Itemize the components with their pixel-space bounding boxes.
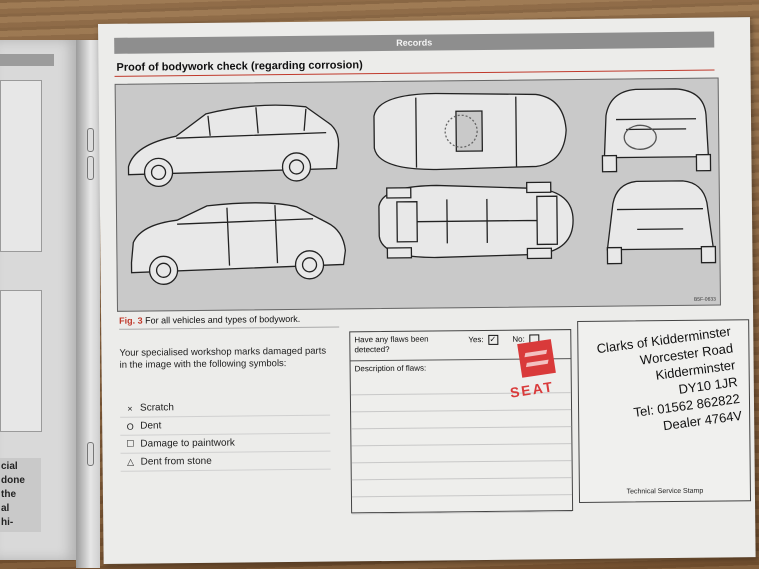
square-icon: ☐ — [126, 438, 135, 449]
instructions-text: Your specialised workshop marks damaged … — [119, 345, 327, 371]
circle-icon: O — [126, 421, 134, 432]
car-side-view-right — [130, 202, 347, 285]
stamp-label: Technical Service Stamp — [626, 487, 704, 496]
yes-checkbox[interactable]: ✓ — [487, 334, 498, 345]
service-stamp-box: Clarks of Kidderminster Worcester Road K… — [577, 319, 752, 503]
left-page-header-tab — [0, 54, 54, 66]
binding-stitch — [87, 442, 94, 466]
left-page-text: cial done the al hi- — [0, 458, 41, 532]
section-header: Records — [114, 31, 715, 54]
symbol-label: Scratch — [139, 402, 174, 414]
list-item: △ Dent from stone — [120, 451, 331, 472]
symbol-label: Dent — [140, 420, 162, 432]
car-front-view — [601, 88, 712, 173]
list-item: ☐ Damage to paintwork — [120, 433, 331, 454]
figure-caption: Fig. 3 For all vehicles and types of bod… — [119, 313, 340, 330]
left-page-image-box — [0, 80, 42, 252]
list-item: O Dent — [120, 415, 331, 436]
cross-icon: × — [127, 403, 133, 414]
symbol-label: Dent from stone — [140, 455, 212, 468]
car-top-view — [373, 92, 567, 171]
triangle-icon: △ — [127, 456, 135, 467]
description-lines — [350, 376, 573, 515]
book-spine — [76, 40, 100, 568]
yes-option: Yes: ✓ — [468, 334, 498, 345]
vehicle-diagram-drawing — [127, 88, 717, 285]
symbol-label: Damage to paintwork — [140, 437, 235, 450]
symbol-legend: × Scratch O Dent ☐ Damage to paintwork △… — [119, 397, 331, 472]
car-rear-view — [606, 180, 717, 265]
seat-logo-icon — [517, 339, 556, 378]
list-item: × Scratch — [119, 397, 331, 418]
record-page: Records Proof of bodywork check (regardi… — [98, 17, 756, 564]
dealer-stamp: Clarks of Kidderminster Worcester Road K… — [595, 323, 743, 434]
flaws-question: Have any flaws been detected? — [354, 334, 429, 355]
binding-stitch — [87, 128, 94, 152]
yes-label: Yes: — [468, 335, 484, 345]
diagram-code: B5F-0633 — [693, 296, 716, 303]
car-underbody-view — [378, 181, 574, 260]
binding-stitch — [87, 156, 94, 180]
car-side-view-left — [127, 104, 340, 188]
figure-caption-text: For all vehicles and types of bodywork. — [145, 313, 301, 326]
page-title: Proof of bodywork check (regarding corro… — [116, 59, 363, 74]
left-page-image-box — [0, 290, 42, 432]
description-label: Description of flaws: — [354, 363, 427, 374]
figure-number: Fig. 3 — [119, 315, 143, 326]
vehicle-diagram: B5F-0633 — [114, 77, 721, 312]
left-page: cial done the al hi- — [0, 40, 79, 560]
